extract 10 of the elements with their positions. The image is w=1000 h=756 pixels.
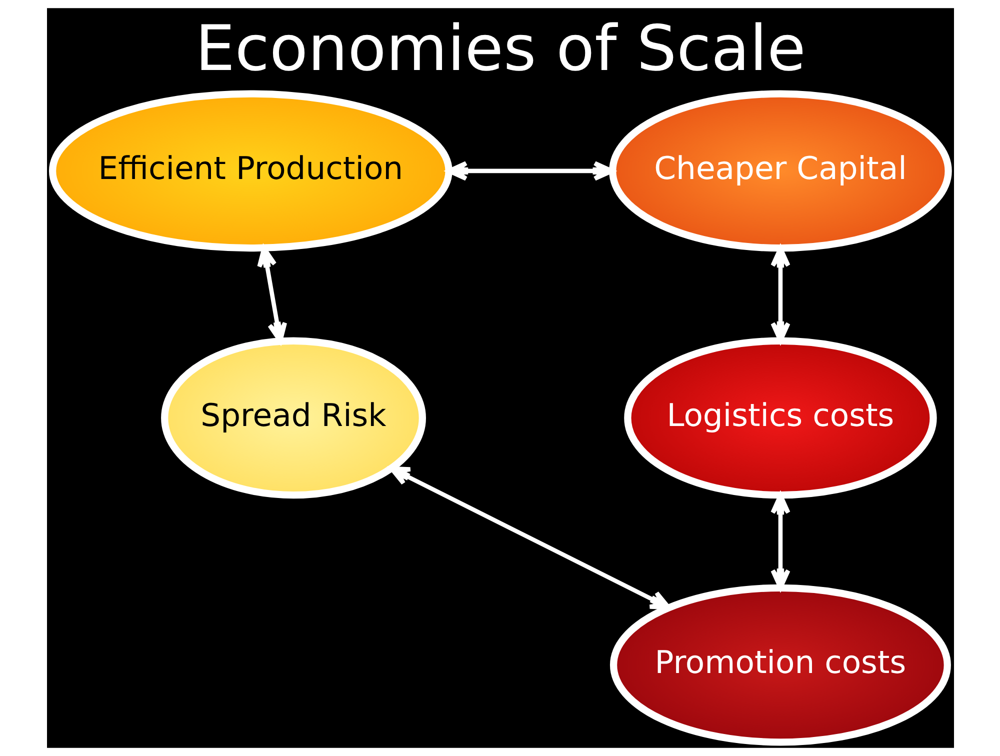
- arrow: [256, 246, 287, 344]
- arrow: [770, 246, 790, 343]
- diagram-title: Economies of Scale: [194, 12, 806, 85]
- node-ellipse: Logistics costs: [624, 337, 936, 499]
- node-ellipse: Spread Risk: [160, 337, 426, 499]
- arrow: [388, 466, 670, 610]
- arrow: [770, 493, 790, 590]
- node-ellipse: Cheaper Capital: [608, 90, 952, 252]
- node-ellipse: Efficient Production: [48, 90, 452, 252]
- node-ellipse: Promotion costs: [609, 584, 950, 746]
